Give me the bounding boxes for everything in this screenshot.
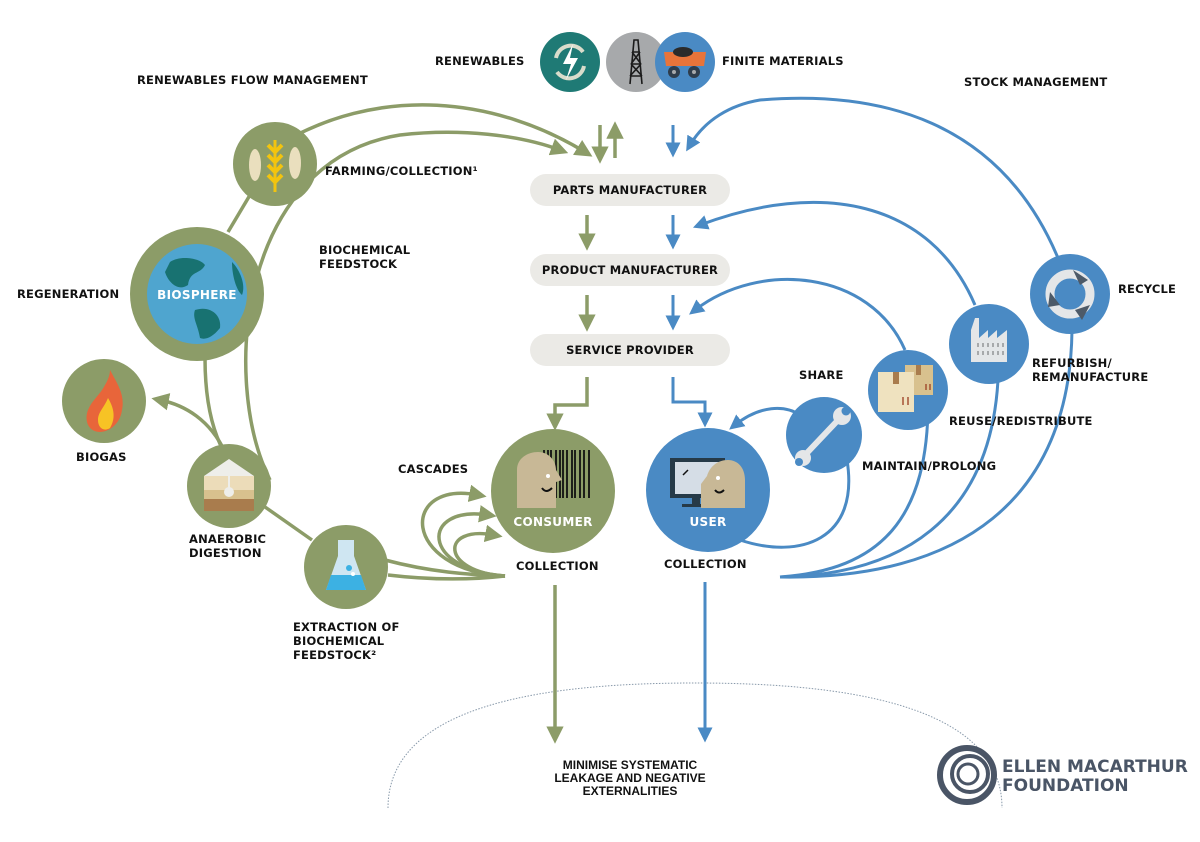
flow-refurbish-to-product <box>692 200 977 306</box>
flow-maintain-loop <box>739 459 851 549</box>
flow-recycle-collection <box>779 329 1074 579</box>
label-renewables: RENEWABLES <box>435 54 525 68</box>
flow-reuse-collection <box>779 394 930 579</box>
logo-icon <box>937 745 997 805</box>
label-consumer: CONSUMER <box>513 515 593 529</box>
arrow-service-consumer <box>546 377 589 431</box>
value-chain-parts-manufacturer[interactable]: PARTS MANUFACTURER <box>530 174 730 206</box>
label-user-collection: COLLECTION <box>664 557 747 571</box>
user-icon <box>646 428 770 552</box>
consumer-icon <box>491 429 615 553</box>
label-farming-collection: FARMING/COLLECTION¹ <box>325 164 478 178</box>
label-extraction-biochemical-feedstock: EXTRACTION OF BIOCHEMICAL FEEDSTOCK² <box>293 620 400 662</box>
heading-renewables-flow: RENEWABLES FLOW MANAGEMENT <box>137 73 368 87</box>
logo-foundation-name: ELLEN MACARTHUR FOUNDATION <box>1002 757 1188 796</box>
flow-extraction-collection-2 <box>387 573 506 581</box>
biosphere-icon <box>130 227 264 361</box>
flow-feedstock-to-parts <box>244 130 569 481</box>
flow-farming-biosphere <box>226 194 252 233</box>
value-chain-product-manufacturer[interactable]: PRODUCT MANUFACTURER <box>530 254 730 286</box>
renewables-icon <box>540 32 600 92</box>
oil-rig-icon <box>606 32 666 92</box>
label-refurbish-remanufacture: REFURBISH/ REMANUFACTURE <box>1032 356 1149 384</box>
label-maintain-prolong: MAINTAIN/PROLONG <box>862 459 997 473</box>
label-biosphere: BIOSPHERE <box>157 288 237 302</box>
mining-truck-icon <box>655 32 715 92</box>
biological-flows <box>151 103 624 744</box>
flow-farming-to-parts <box>269 103 593 157</box>
recycle-icon <box>1030 254 1110 334</box>
biogas-icon <box>62 359 146 443</box>
flow-refurbish-collection <box>779 379 1000 579</box>
label-regeneration: REGENERATION <box>17 287 120 301</box>
label-finite-materials: FINITE MATERIALS <box>722 54 844 68</box>
label-user: USER <box>689 515 727 529</box>
label-biochemical-feedstock: BIOCHEMICAL FEEDSTOCK <box>319 243 411 271</box>
label-anaerobic-digestion: ANAEROBIC DIGESTION <box>189 532 267 560</box>
heading-stock-management: STOCK MANAGEMENT <box>964 75 1108 89</box>
flow-biosphere-anaerobic <box>203 357 226 453</box>
leakage-boundary <box>387 682 1003 809</box>
label-recycle: RECYCLE <box>1118 282 1177 296</box>
label-share: SHARE <box>799 368 844 382</box>
flow-recycle-to-parts <box>686 96 1060 259</box>
flow-anaerobic-biogas <box>151 393 227 453</box>
technical-flows <box>665 96 1074 743</box>
wrench-icon <box>786 397 862 473</box>
cascade-arrow-3 <box>453 524 506 578</box>
flow-reuse-to-service <box>689 277 907 351</box>
value-chain-service-provider[interactable]: SERVICE PROVIDER <box>530 334 730 366</box>
label-consumer-collection: COLLECTION <box>516 559 599 573</box>
factory-icon <box>949 304 1029 384</box>
label-minimise-leakage: MINIMISE SYSTEMATIC LEAKAGE AND NEGATIVE… <box>554 758 706 798</box>
label-reuse-redistribute: REUSE/REDISTRIBUTE <box>949 414 1093 428</box>
flow-anaerobic-extraction <box>263 505 314 542</box>
farming-icon <box>233 122 317 206</box>
label-biogas: BIOGAS <box>76 450 127 464</box>
arrow-service-user <box>671 377 713 428</box>
label-cascades: CASCADES <box>398 462 469 476</box>
anaerobic-digestion-icon <box>187 444 271 528</box>
extraction-icon <box>304 525 388 609</box>
boxes-icon <box>868 350 948 430</box>
